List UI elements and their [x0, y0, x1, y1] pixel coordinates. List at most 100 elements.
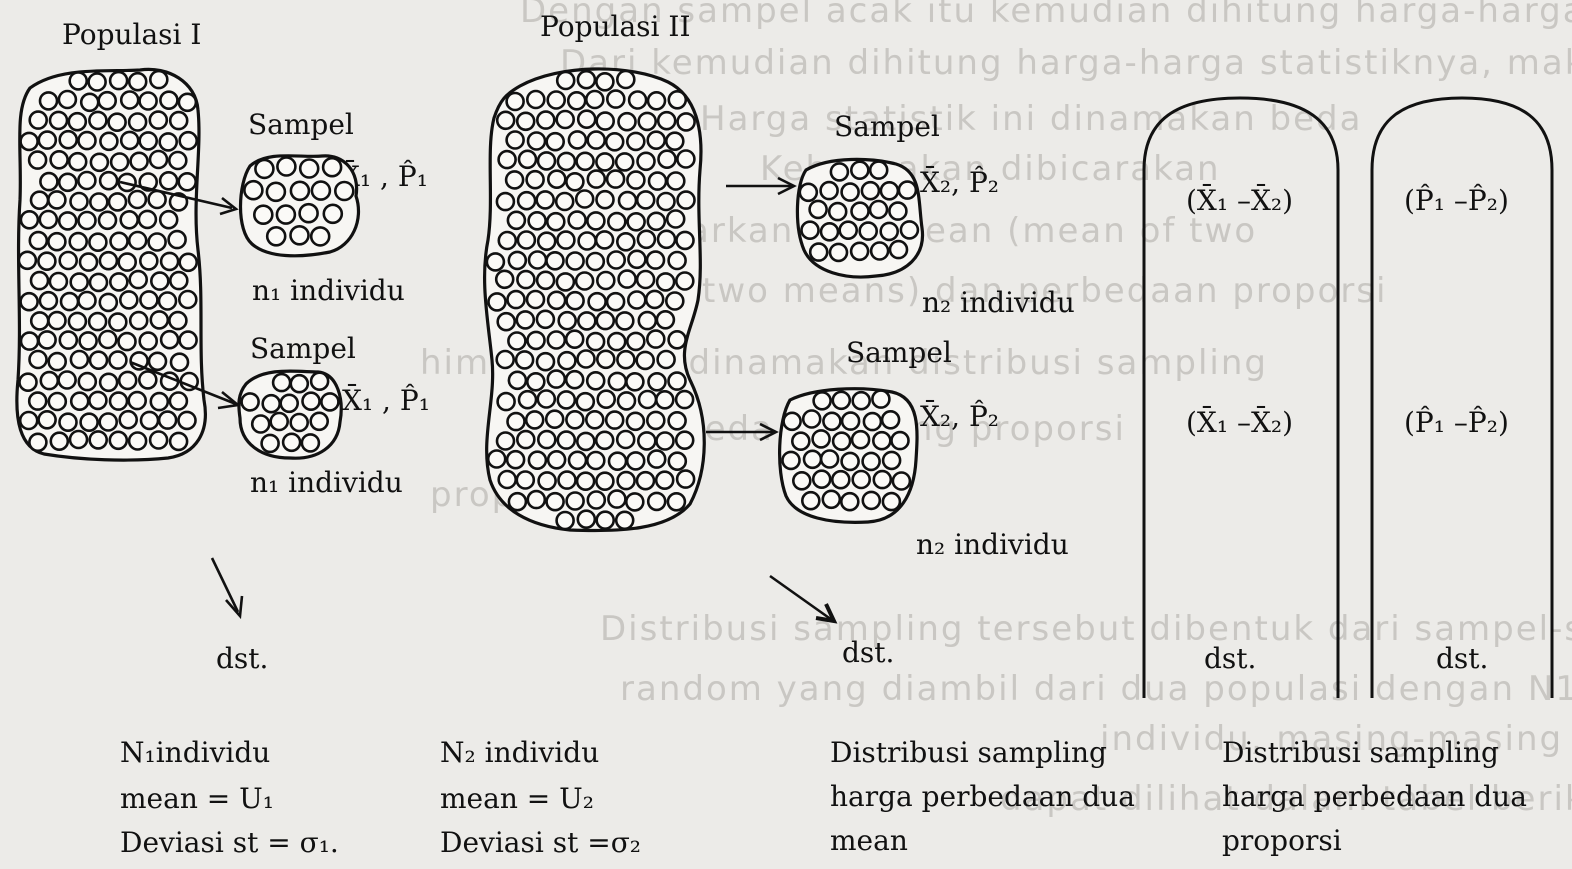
- individual-circle: [667, 173, 684, 190]
- individual-circle: [528, 133, 545, 150]
- individual-circle: [548, 292, 565, 309]
- individual-circle: [498, 393, 515, 410]
- individual-circle: [678, 192, 695, 209]
- individual-circle: [538, 152, 555, 169]
- individual-circle: [568, 92, 585, 109]
- population-2-title: Populasi II: [540, 10, 691, 43]
- individual-circle: [588, 492, 605, 509]
- individual-circle: [80, 254, 97, 271]
- individual-circle: [639, 312, 656, 329]
- individual-circle: [71, 274, 88, 291]
- individual-circle: [569, 212, 586, 229]
- individual-circle: [901, 221, 918, 238]
- individual-circle: [637, 191, 654, 208]
- individual-circle: [507, 132, 524, 149]
- individual-circle: [852, 203, 869, 220]
- distribution-caption-line: mean: [830, 824, 908, 857]
- individual-circle: [71, 393, 88, 410]
- individual-circle: [883, 493, 900, 510]
- individual-circle: [569, 452, 586, 469]
- population-2-individuals: [487, 71, 695, 529]
- individual-circle: [180, 332, 197, 349]
- individual-circle: [244, 181, 262, 199]
- individual-circle: [863, 453, 880, 470]
- individual-circle: [100, 133, 117, 150]
- individual-circle: [99, 212, 116, 229]
- individual-circle: [91, 154, 108, 171]
- individual-circle: [558, 153, 575, 170]
- individual-circle: [566, 173, 583, 190]
- individual-circle: [831, 163, 848, 180]
- individual-circle: [526, 411, 543, 428]
- individual-circle: [129, 73, 146, 90]
- individual-circle: [841, 493, 858, 510]
- individual-circle: [119, 372, 136, 389]
- individual-circle: [587, 212, 604, 229]
- individual-circle: [29, 393, 46, 410]
- individual-circle: [111, 233, 128, 250]
- individual-circle: [851, 162, 868, 179]
- individual-circle: [618, 392, 635, 409]
- individual-circle: [180, 132, 197, 149]
- individual-circle: [31, 312, 48, 329]
- individual-circle: [658, 231, 675, 248]
- individual-circle: [578, 351, 595, 368]
- individual-circle: [881, 182, 898, 199]
- individual-circle: [291, 226, 309, 244]
- individual-circle: [628, 292, 645, 309]
- individual-circle: [169, 231, 186, 248]
- individual-circle: [619, 271, 636, 288]
- individual-circle: [109, 352, 126, 369]
- individual-circle: [149, 353, 166, 370]
- individual-circle: [647, 252, 664, 269]
- individual-circle: [59, 212, 76, 229]
- individual-circle: [119, 254, 136, 271]
- individual-circle: [50, 273, 67, 290]
- individual-circle: [559, 312, 576, 329]
- individual-circle: [499, 471, 516, 488]
- individual-circle: [567, 292, 584, 309]
- distribution-value: (P̂₁ –P̂₂): [1404, 406, 1509, 439]
- individual-circle: [890, 241, 907, 258]
- individual-circle: [252, 416, 269, 433]
- individual-circle: [860, 223, 877, 240]
- individual-circle: [556, 193, 573, 210]
- individual-circle: [666, 133, 683, 150]
- individual-circle: [870, 162, 887, 179]
- individual-circle: [597, 191, 614, 208]
- individual-circle: [21, 133, 38, 150]
- individual-circle: [547, 252, 564, 269]
- population-1-sample-1: Sampel X̄₁ , P̂₁ n₁ individu: [241, 108, 428, 307]
- individual-circle: [29, 152, 46, 169]
- individual-circle: [69, 313, 86, 330]
- individual-circle: [516, 351, 533, 368]
- distribution-caption-line: Distribusi sampling: [830, 736, 1107, 769]
- individual-circle: [587, 372, 604, 389]
- individual-circle: [537, 353, 554, 370]
- individual-circle: [677, 151, 694, 168]
- individual-circle: [51, 151, 68, 168]
- individual-circle: [833, 392, 850, 409]
- individual-circle: [646, 291, 663, 308]
- individual-circle: [557, 273, 574, 290]
- individual-circle: [607, 171, 624, 188]
- individual-circle: [89, 234, 106, 251]
- individual-circle: [569, 131, 586, 148]
- individual-circle: [862, 182, 879, 199]
- individual-circle: [677, 232, 694, 249]
- individual-circle: [892, 432, 909, 449]
- individual-circle: [323, 158, 341, 176]
- individual-circle: [121, 211, 138, 228]
- individual-circle: [656, 472, 673, 489]
- individual-circle: [179, 94, 196, 111]
- individual-circle: [557, 111, 574, 128]
- individual-circle: [881, 223, 898, 240]
- individual-circle: [579, 233, 596, 250]
- individual-circle: [840, 222, 857, 239]
- individual-circle: [823, 491, 840, 508]
- individual-circle: [110, 72, 127, 89]
- individual-circle: [804, 451, 821, 468]
- individual-circle: [180, 254, 197, 271]
- individual-circle: [872, 391, 889, 408]
